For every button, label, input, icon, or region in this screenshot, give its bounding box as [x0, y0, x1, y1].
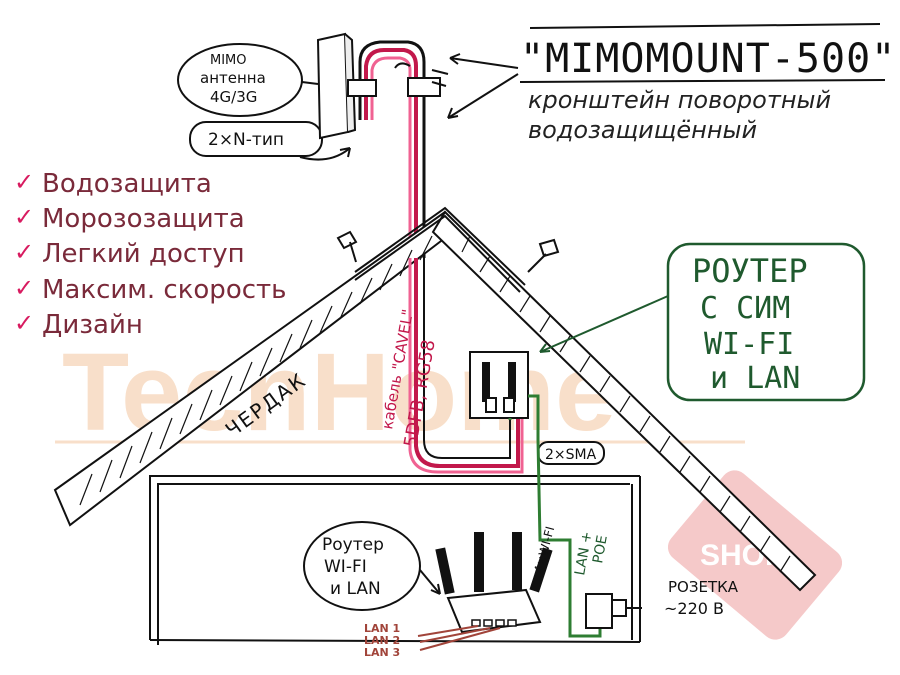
- product-title: "MIMOMOUNT-500" кронштейн поворотный вод…: [519, 23, 896, 144]
- sim-router-icon: [469, 351, 529, 419]
- sma-label: 2×SMA: [537, 441, 605, 465]
- svg-text:POE: POE: [590, 534, 611, 565]
- feature-text: Максим. скорость: [42, 275, 287, 305]
- roof: [53, 206, 817, 592]
- svg-text:LAN 1: LAN 1: [364, 622, 400, 635]
- shop-tag-icon: [667, 470, 843, 640]
- feature-text: Водозащита: [42, 169, 212, 199]
- feature-text: Легкий доступ: [42, 239, 245, 269]
- lan-poe-label: LAN + POE: [572, 530, 611, 576]
- check-icon: ✓: [14, 238, 34, 266]
- product-subtitle-2: водозащищённый: [528, 116, 757, 144]
- wifi-router-icon: [435, 532, 553, 634]
- check-icon: ✓: [14, 168, 34, 196]
- svg-text:4G/3G: 4G/3G: [210, 88, 257, 106]
- house-walls: [149, 475, 641, 645]
- svg-text:и LAN: и LAN: [330, 579, 381, 599]
- feature-item: ✓ Дизайн: [14, 309, 143, 340]
- svg-text:WI-FI: WI-FI: [324, 557, 367, 577]
- svg-text:антенна: антенна: [200, 69, 266, 87]
- feature-list: ✓ Водозащита ✓ Морозозащита ✓ Легкий дос…: [14, 168, 287, 340]
- svg-text:LAN 2: LAN 2: [364, 634, 400, 647]
- antenna-cable: [408, 258, 524, 474]
- bracket-icon: [347, 40, 449, 258]
- screw-icon: [336, 230, 358, 263]
- antenna-label: MIMO антенна 4G/3G: [177, 43, 319, 117]
- wifi-antennas-label: 4×WI-FI: [531, 525, 557, 575]
- svg-text:Роутер: Роутер: [322, 535, 384, 555]
- connector-label: 2×N-тип: [189, 121, 351, 161]
- svg-text:С СИМ: С СИМ: [700, 291, 790, 326]
- wifi-router-label: Роутер WI-FI и LAN: [303, 521, 441, 611]
- lan-output-cables: [417, 625, 501, 651]
- check-icon: ✓: [14, 274, 34, 302]
- socket-label: РОЗЕТКА ~220 В: [664, 578, 739, 618]
- poe-injector-icon: [585, 593, 642, 629]
- lan-port-labels: LAN 1 LAN 2 LAN 3: [364, 622, 400, 659]
- feature-item: ✓ Водозащита: [14, 168, 212, 199]
- feature-item: ✓ Морозозащита: [14, 203, 245, 234]
- svg-text:2×SMA: 2×SMA: [545, 447, 597, 463]
- svg-text:и LAN: и LAN: [710, 361, 800, 396]
- screw-icon: [527, 238, 560, 273]
- title-arrows: [447, 53, 519, 119]
- feature-item: ✓ Легкий доступ: [14, 238, 245, 269]
- lan-poe-cable: [508, 394, 602, 638]
- svg-text:2×N-тип: 2×N-тип: [208, 130, 284, 150]
- feature-item: ✓ Максим. скорость: [14, 274, 287, 305]
- sim-router-label: РОУТЕР С СИМ WI-FI и LAN: [539, 242, 866, 402]
- svg-text:РОЗЕТКА: РОЗЕТКА: [668, 578, 739, 596]
- product-name: "MIMOMOUNT-500": [520, 36, 896, 82]
- check-icon: ✓: [14, 203, 34, 231]
- svg-text:MIMO: MIMO: [210, 53, 247, 68]
- feature-text: Морозозащита: [42, 204, 245, 234]
- svg-text:РОУТЕР: РОУТЕР: [692, 252, 808, 290]
- svg-text:~220 В: ~220 В: [664, 599, 724, 618]
- svg-text:LAN 3: LAN 3: [364, 646, 400, 659]
- product-subtitle-1: кронштейн поворотный: [528, 86, 831, 114]
- feature-text: Дизайн: [42, 310, 143, 340]
- svg-text:4×WI-FI: 4×WI-FI: [531, 525, 557, 575]
- check-icon: ✓: [14, 309, 34, 337]
- svg-text:WI-FI: WI-FI: [704, 327, 794, 362]
- svg-text:LAN +: LAN +: [572, 530, 595, 576]
